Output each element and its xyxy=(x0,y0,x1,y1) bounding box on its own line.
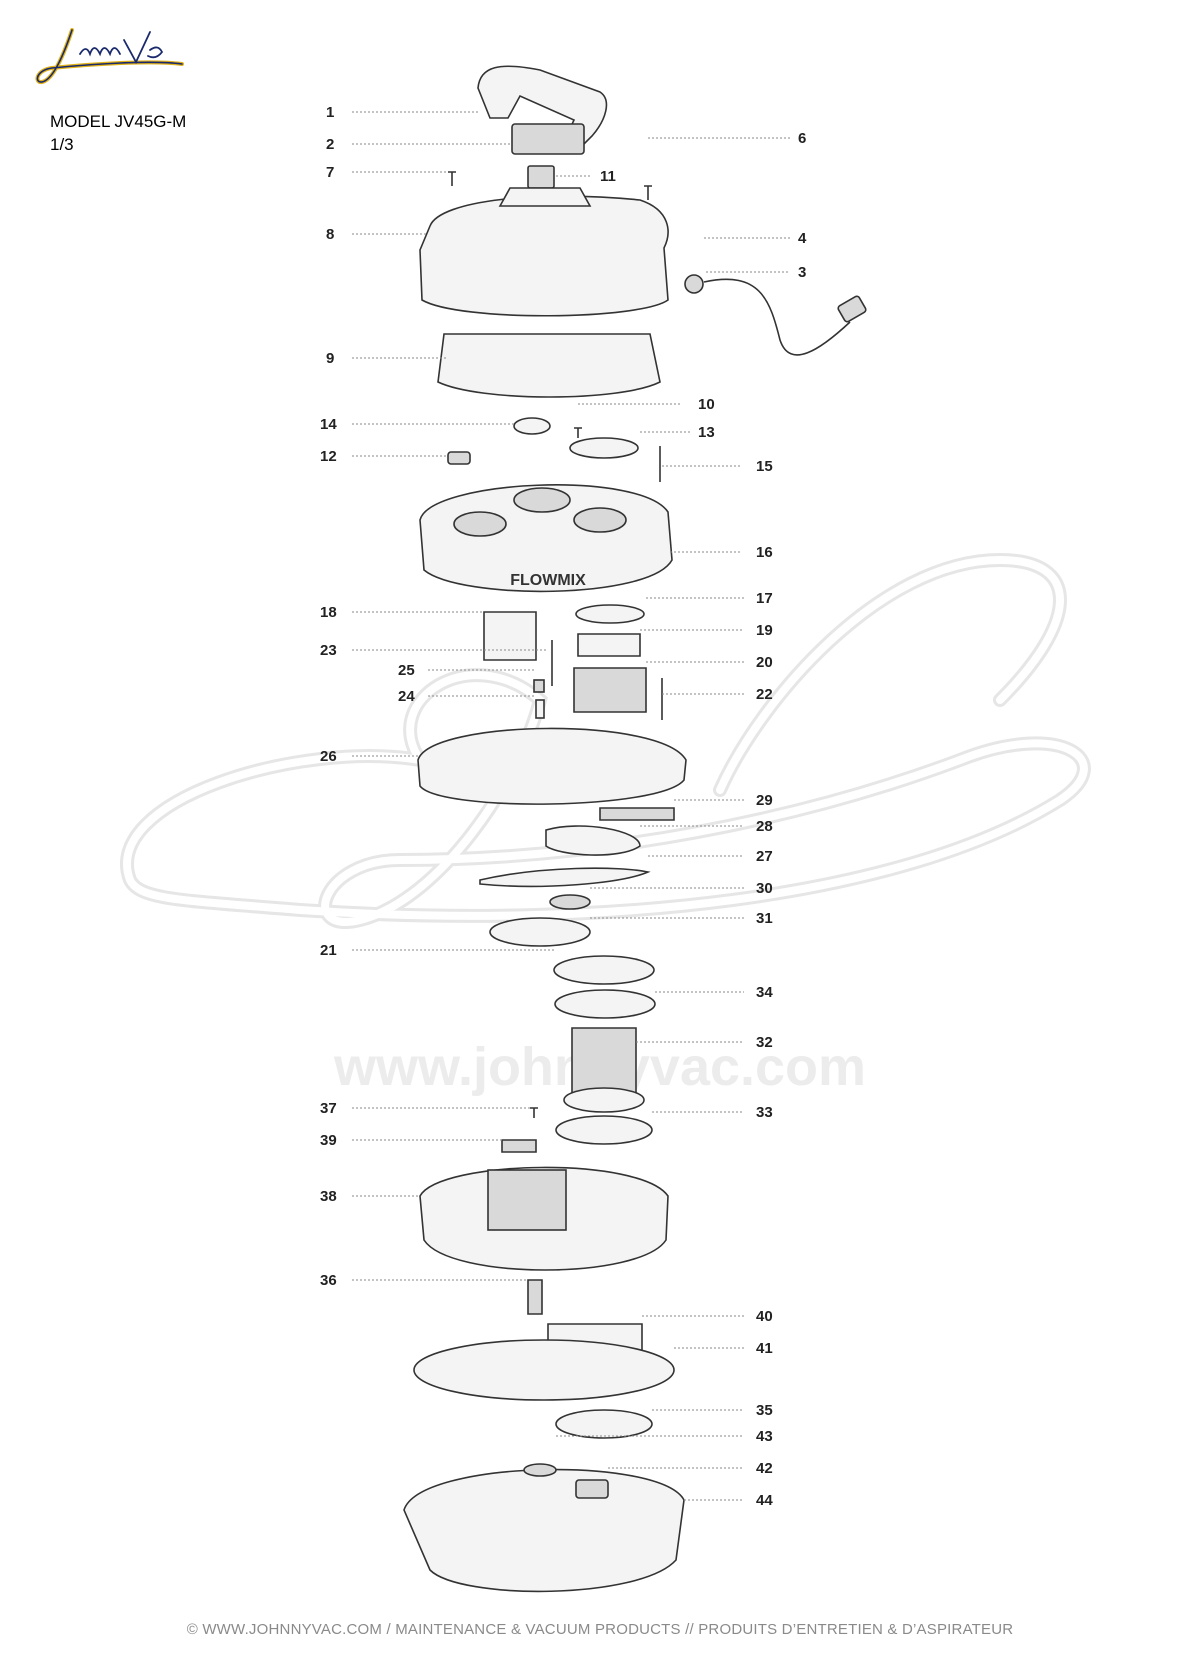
callout-12: 12 xyxy=(320,448,337,465)
callout-40: 40 xyxy=(756,1308,773,1325)
part-gasket-41 xyxy=(413,1339,675,1401)
part-top-cover xyxy=(419,195,669,317)
part-29 xyxy=(599,807,675,821)
callout-35: 35 xyxy=(756,1402,773,1419)
callout-32: 32 xyxy=(756,1034,773,1051)
callout-21: 21 xyxy=(320,942,337,959)
callout-22: 22 xyxy=(756,686,773,703)
callout-1: 1 xyxy=(326,104,334,121)
callout-34: 34 xyxy=(756,984,773,1001)
part-25 xyxy=(533,679,545,693)
callout-27: 27 xyxy=(756,848,773,865)
callout-41: 41 xyxy=(756,1340,773,1357)
part-plate-26 xyxy=(417,727,687,805)
part-ring-33 xyxy=(555,1115,653,1145)
model-name: MODEL JV45G-M xyxy=(50,112,187,131)
part-filter-13 xyxy=(569,437,639,459)
callout-30: 30 xyxy=(756,880,773,897)
part-screw-10 xyxy=(574,427,582,438)
part-12 xyxy=(447,451,471,465)
part-39 xyxy=(501,1139,537,1153)
callout-43: 43 xyxy=(756,1428,773,1445)
callout-38: 38 xyxy=(320,1188,337,1205)
part-base-44 xyxy=(403,1468,685,1593)
callout-37: 37 xyxy=(320,1100,337,1117)
callout-17: 17 xyxy=(756,590,773,607)
footer-copyright: © WWW.JOHNNYVAC.COM / MAINTENANCE & VACU… xyxy=(186,1621,1014,1638)
right-callout-labels: 6 11 4 3 10 13 15 16 17 19 20 22 29 28 2… xyxy=(600,130,807,1509)
callout-33: 33 xyxy=(756,1104,773,1121)
callout-31: 31 xyxy=(756,910,773,927)
body-label-flowmix: FLOWMIX xyxy=(510,572,586,589)
part-screw-6 xyxy=(644,185,652,200)
part-impeller-28 xyxy=(545,825,641,856)
callout-6: 6 xyxy=(798,130,806,147)
part-19 xyxy=(577,633,641,657)
part-ring-35 xyxy=(555,1409,653,1439)
part-30 xyxy=(549,894,591,910)
part-42 xyxy=(575,1479,609,1499)
callout-18: 18 xyxy=(320,604,337,621)
callout-14: 14 xyxy=(320,416,337,433)
part-cord-grommet xyxy=(684,274,704,294)
leader-lines xyxy=(352,111,790,1501)
part-screw-37 xyxy=(530,1107,538,1118)
part-36 xyxy=(527,1279,543,1315)
parts: FLOWMIX xyxy=(403,65,867,1593)
callout-20: 20 xyxy=(756,654,773,671)
callout-11: 11 xyxy=(600,168,616,185)
part-plug xyxy=(837,295,867,323)
part-43 xyxy=(523,1463,557,1477)
johnnyvac-logo xyxy=(35,28,184,84)
left-callout-labels: 1 2 7 8 9 14 12 18 23 25 24 26 21 37 39 … xyxy=(320,104,415,1289)
callout-7: 7 xyxy=(326,164,334,181)
callout-15: 15 xyxy=(756,458,773,475)
callout-13: 13 xyxy=(698,424,715,441)
part-screw-7 xyxy=(448,171,456,186)
part-ring-17 xyxy=(575,604,645,624)
callout-28: 28 xyxy=(756,818,773,835)
callout-42: 42 xyxy=(756,1460,773,1477)
part-cylinder-18 xyxy=(483,611,537,661)
part-ring-34 xyxy=(554,989,656,1019)
callout-10: 10 xyxy=(698,396,715,413)
part-24 xyxy=(535,699,545,719)
callout-2: 2 xyxy=(326,136,334,153)
callout-26: 26 xyxy=(320,748,337,765)
part-20 xyxy=(573,667,647,713)
part-ring-21 xyxy=(553,955,655,985)
callout-9: 9 xyxy=(326,350,334,367)
part-switch xyxy=(527,165,555,189)
callout-3: 3 xyxy=(798,264,806,281)
callout-25: 25 xyxy=(398,662,415,679)
part-handle-base xyxy=(511,123,585,155)
callout-36: 36 xyxy=(320,1272,337,1289)
part-ring-31 xyxy=(489,917,591,947)
callout-39: 39 xyxy=(320,1132,337,1149)
callout-19: 19 xyxy=(756,622,773,639)
part-14 xyxy=(513,417,551,435)
callout-8: 8 xyxy=(326,226,334,243)
part-motor-cover xyxy=(437,333,661,398)
callout-24: 24 xyxy=(398,688,415,705)
part-power-cord xyxy=(703,278,851,356)
callout-23: 23 xyxy=(320,642,337,659)
callout-29: 29 xyxy=(756,792,773,809)
part-impeller-27 xyxy=(479,867,651,888)
callout-16: 16 xyxy=(756,544,773,561)
page-indicator: 1/3 xyxy=(50,135,74,154)
callout-4: 4 xyxy=(798,230,807,247)
callout-44: 44 xyxy=(756,1492,773,1509)
model-info: MODEL JV45G-M 1/3 xyxy=(50,110,186,156)
